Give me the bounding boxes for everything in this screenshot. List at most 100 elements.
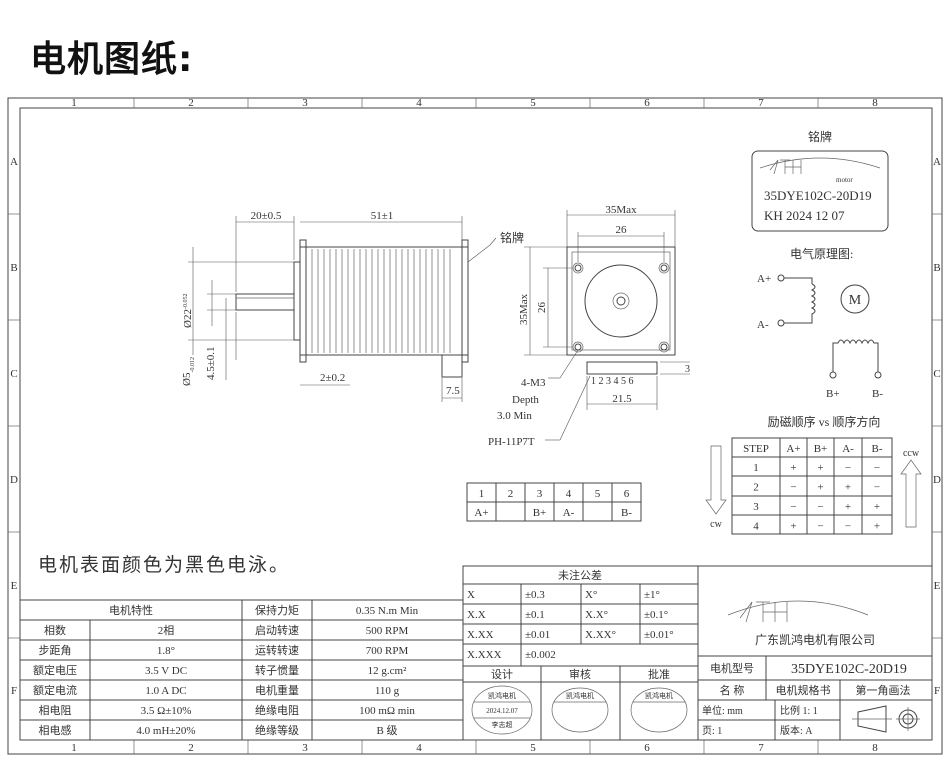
page-heading: 电机图纸: <box>30 39 194 80</box>
dim-26-v: 26 <box>536 302 548 314</box>
col-label: 1 <box>71 97 77 109</box>
review-stamp: 凯鸿电机 <box>551 687 609 733</box>
sequence-cell: + <box>790 462 796 474</box>
name-value: 电机规格书 <box>776 683 831 697</box>
row-label: B <box>10 262 17 274</box>
approve-label: 批准 <box>648 667 670 681</box>
sequence-header: A- <box>842 443 854 455</box>
row-label: F <box>934 685 940 697</box>
dim-shaft-length: 20±0.5 <box>251 210 282 222</box>
spec-cell: B 级 <box>376 724 397 737</box>
stamp-text: 凯鸿电机 <box>645 691 673 700</box>
row-label: E <box>11 580 18 592</box>
spec-cell: 步距角 <box>39 644 72 657</box>
spec-cell: 额定电压 <box>33 663 77 677</box>
pin-signal: B+ <box>533 507 547 519</box>
sequence-cell: − <box>817 501 823 513</box>
dim-boss-dia-value: Ø22 <box>182 309 194 328</box>
sequence-cell: + <box>817 482 823 494</box>
review-label: 审核 <box>569 667 591 681</box>
spec-cell: 500 RPM <box>366 625 409 637</box>
col-label: 4 <box>416 742 422 754</box>
dim-boss-dia-tol: -0.052 <box>183 294 189 310</box>
sequence-cell: 4 <box>753 521 759 533</box>
thread-label: 4-M3 <box>521 377 546 389</box>
dim-body-length: 51±1 <box>371 210 394 222</box>
nameplate-title: 铭牌 <box>808 129 832 144</box>
model-value: 35DYE102C-20D19 <box>791 662 907 677</box>
nameplate-logo-text: motor <box>836 176 853 184</box>
company-logo <box>727 600 869 623</box>
schematic-title: 电气原理图: <box>790 246 853 261</box>
dim-boss-diameter: Ø22-0.052 <box>182 294 194 328</box>
spec-cell: 700 RPM <box>366 645 409 657</box>
tolerance-cell: X <box>467 589 475 601</box>
sequence-header: STEP <box>743 443 769 455</box>
row-label: C <box>933 368 940 380</box>
tolerance-cell: ±0.01° <box>644 629 674 641</box>
title-block: 广东凯鸿电机有限公司 电机型号 35DYE102C-20D19 名 称 电机规格… <box>697 565 933 741</box>
tolerance-cell: X.X° <box>585 609 608 621</box>
tolerance-cell: ±0.3 <box>525 589 545 601</box>
approve-stamp: 凯鸿电机 <box>630 687 688 733</box>
terminal-b-plus: B+ <box>826 388 840 400</box>
first-angle-projection-icon <box>852 705 920 733</box>
stamp-text: 凯鸿电机 <box>566 691 594 700</box>
unit-label: 单位: mm <box>702 704 743 717</box>
pin-number: 5 <box>595 488 601 500</box>
spec-cell: 12 g.cm² <box>368 665 407 677</box>
approval-block: 设计 审核 批准 凯鸿电机 2024.12.07 李志超 凯鸿电机 凯鸿电机 <box>462 665 699 741</box>
spec-cell: 3.5 Ω±10% <box>141 705 192 717</box>
tolerance-cell: X.XXX <box>467 649 502 661</box>
pin-signal: B- <box>621 507 632 519</box>
col-label: 6 <box>644 97 650 109</box>
sequence-cell: − <box>790 501 796 513</box>
col-label: 7 <box>758 742 764 754</box>
sequence-cell: − <box>874 462 880 474</box>
terminal-a-plus: A+ <box>757 273 771 285</box>
tolerance-cell: X.XX <box>467 629 494 641</box>
spec-cell: 额定电流 <box>33 683 77 697</box>
spec-cell: 1.8° <box>157 645 175 657</box>
model-label: 电机型号 <box>710 661 754 675</box>
tolerance-cell: ±0.01 <box>525 629 550 641</box>
spec-cell: 3.5 V DC <box>145 665 187 677</box>
spec-cell: 绝缘电阻 <box>255 703 299 717</box>
spec-cell: 相数 <box>44 624 66 637</box>
dim-shaft-diameter: Ø5-0.012 <box>181 357 196 386</box>
row-label: F <box>11 685 17 697</box>
sequence-cell: − <box>845 462 851 474</box>
dim-3: 3 <box>685 364 690 375</box>
sequence-cell: + <box>874 501 880 513</box>
scale-label: 比例 1: 1 <box>780 704 818 717</box>
terminal-a-minus: A- <box>757 319 769 331</box>
dim-21-5: 21.5 <box>612 393 632 405</box>
spec-cell: 110 g <box>375 685 400 697</box>
ccw-label: ccw <box>903 448 920 459</box>
tolerance-title: 未注公差 <box>558 568 602 582</box>
holding-torque-value: 0.35 N.m Min <box>356 605 419 617</box>
row-label: D <box>933 474 941 486</box>
sequence-cell: − <box>790 482 796 494</box>
specs-header: 电机特性 <box>109 603 153 617</box>
surface-note: 电机表面颜色为黑色电泳。 <box>38 554 290 576</box>
col-label: 5 <box>530 97 536 109</box>
dim-35max-h: 35Max <box>605 204 637 216</box>
spec-cell: 相电阻 <box>39 704 72 717</box>
front-view: 35Max 26 35Max 26 4-M3 Depth 3.0 Min 1 2… <box>488 204 690 448</box>
stamp-name: 李志超 <box>492 720 513 729</box>
row-label: B <box>933 262 940 274</box>
spec-cell: 4.0 mH±20% <box>136 725 195 737</box>
dim-shaft-dia-tol: -0.012 <box>190 357 196 373</box>
pin-number: 2 <box>508 488 514 500</box>
col-label: 4 <box>416 97 422 109</box>
tolerance-cell: ±0.002 <box>525 649 556 661</box>
sequence-header: B- <box>872 443 883 455</box>
nameplate-date: KH 2024 12 07 <box>764 208 845 223</box>
holding-torque-label: 保持力矩 <box>255 603 299 617</box>
